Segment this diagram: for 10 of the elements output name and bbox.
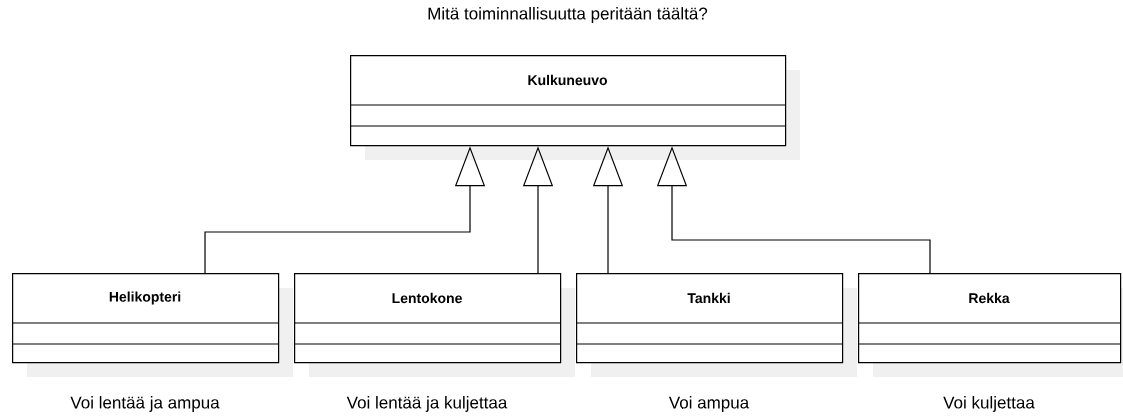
caption-text: Mitä toiminnallisuutta peritään täältä? — [428, 7, 708, 23]
class-box: Lentokone — [293, 273, 575, 377]
caption-text: Voi ampua — [668, 396, 750, 412]
caption-text: Voi lentää ja ampua — [70, 396, 220, 412]
class-box: Kulkuneuvo — [349, 55, 800, 160]
caption-text: Voi lentää ja kuljettaa — [346, 396, 508, 412]
class-box: Tankki — [575, 273, 857, 377]
class-box: Helikopteri — [11, 273, 293, 377]
class-box: Rekka — [857, 273, 1123, 377]
caption-text: Voi kuljettaa — [943, 396, 1035, 412]
